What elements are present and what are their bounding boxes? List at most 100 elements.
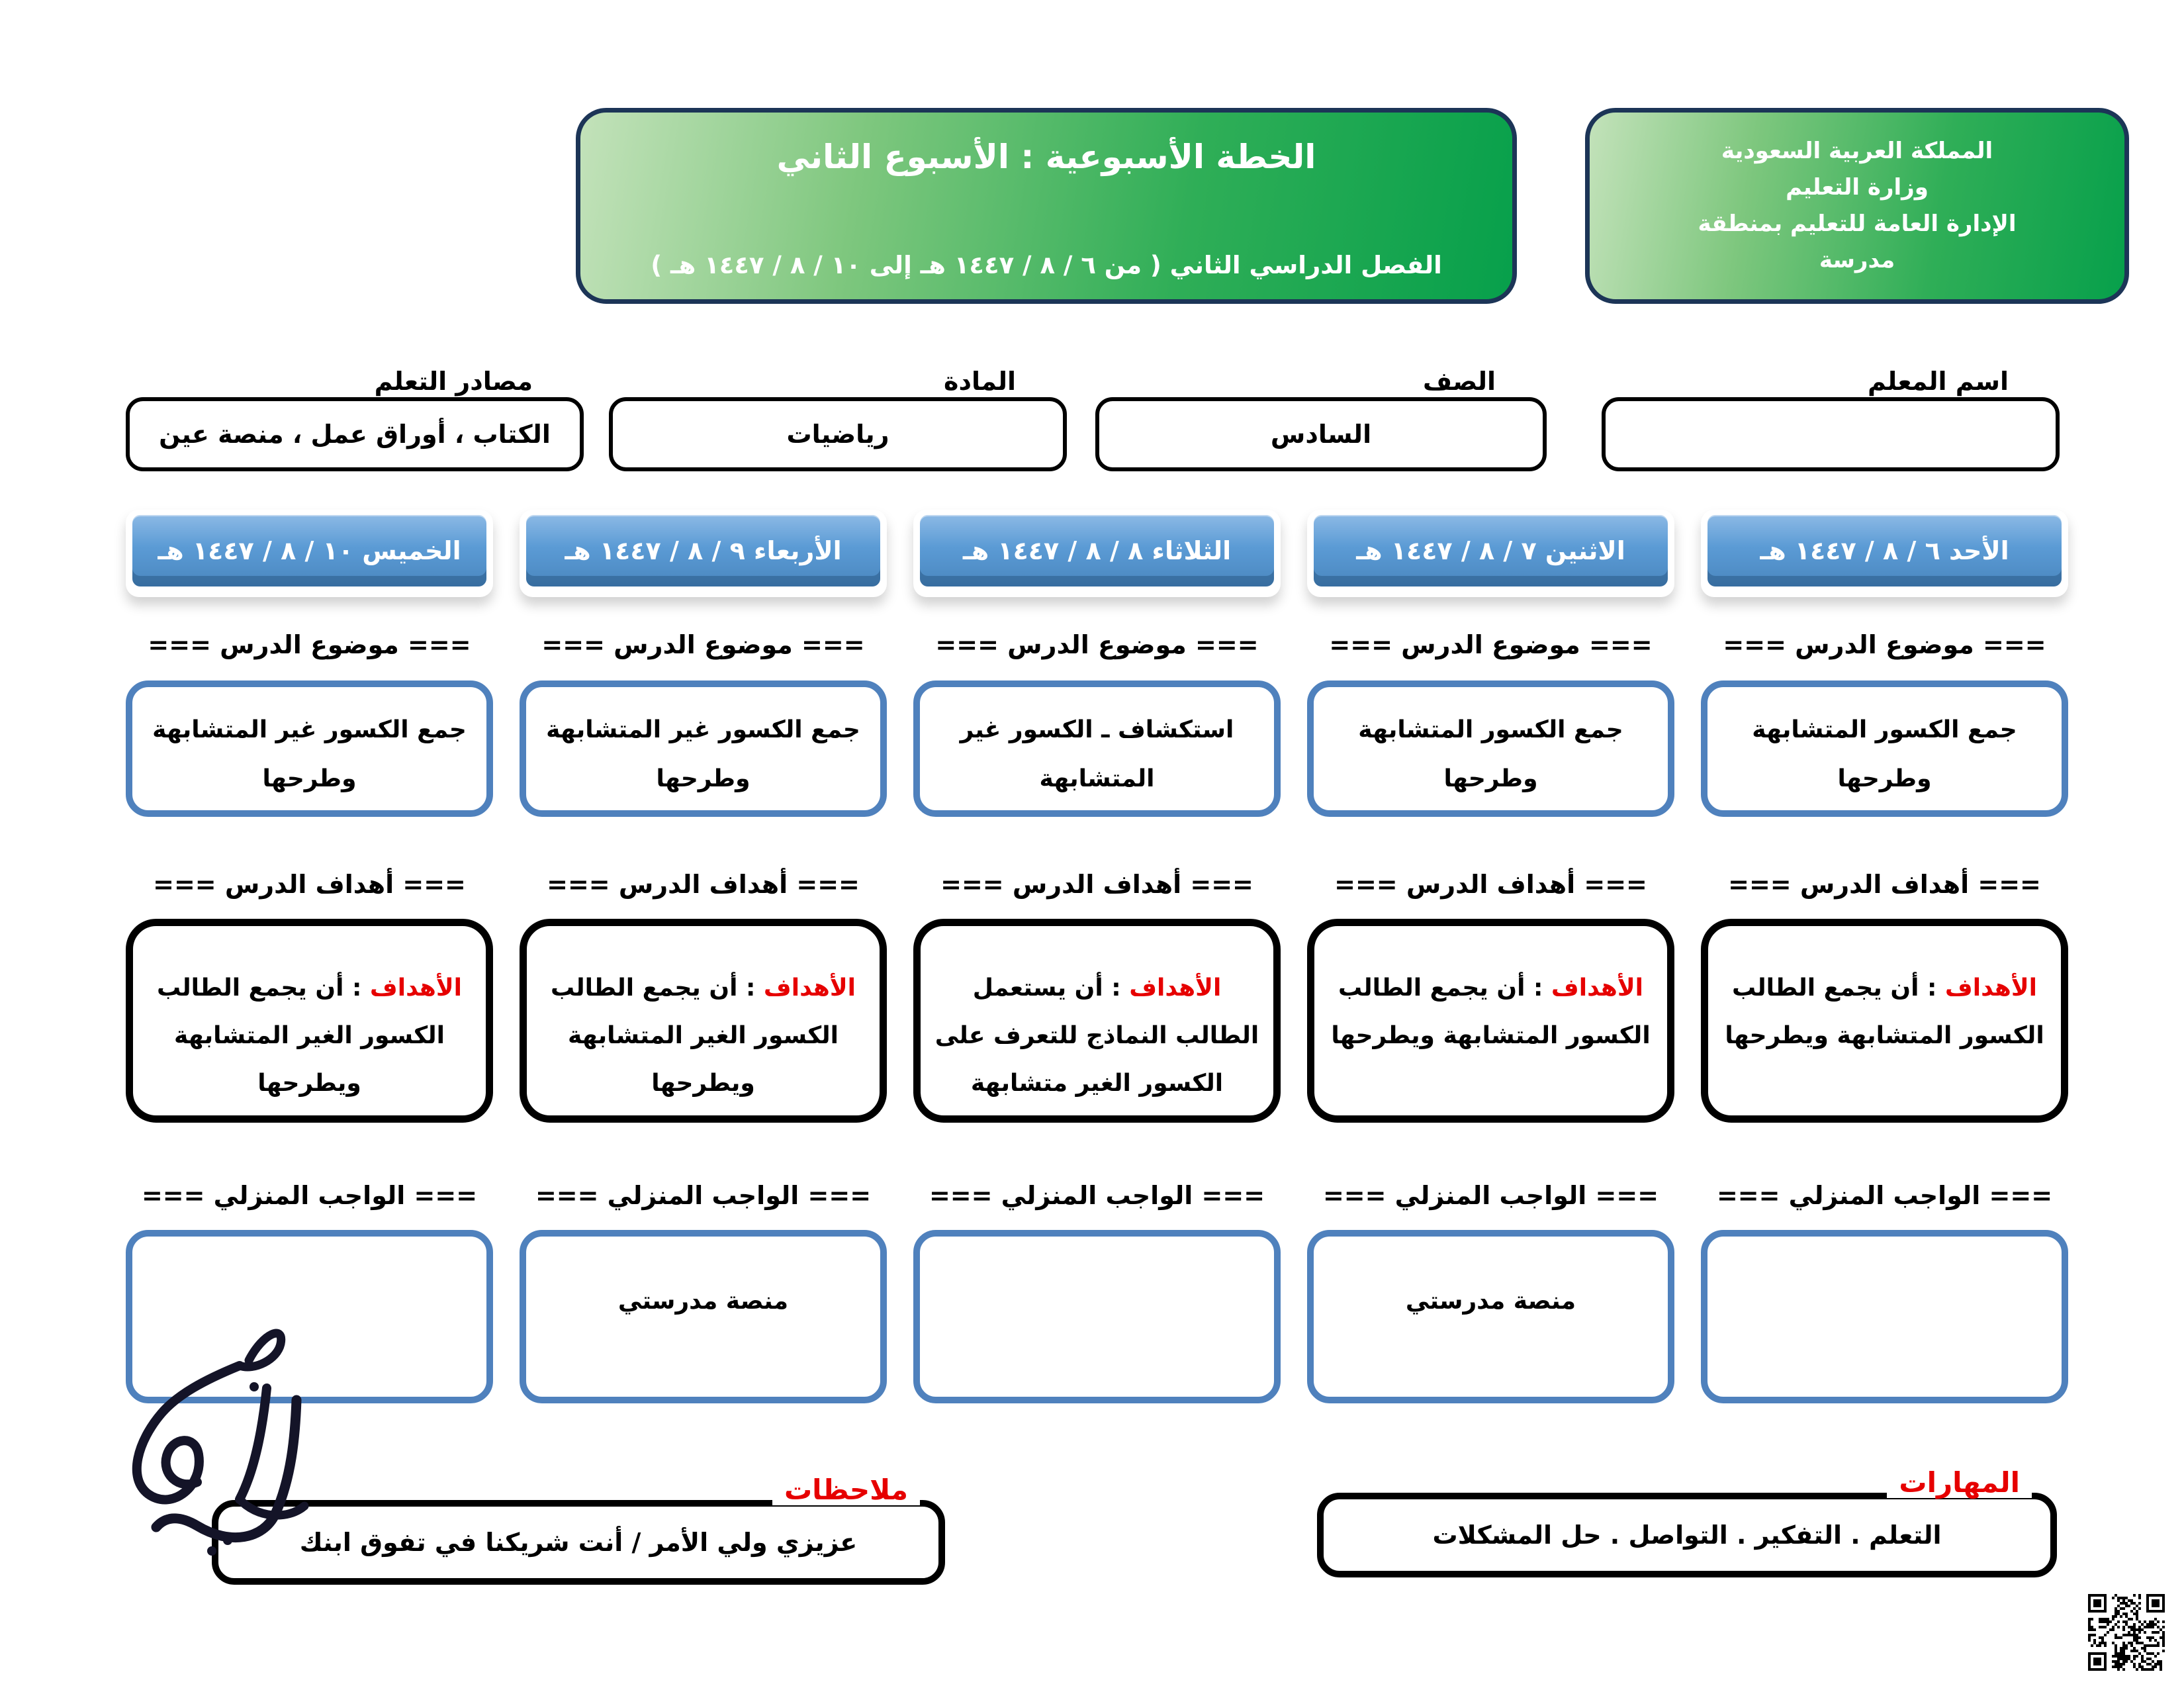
learning-resources-label: مصادر التعلم [363, 367, 543, 397]
homework-text [1707, 1237, 2062, 1278]
homework-header-row: === الواجب المنزلي === === الواجب المنزل… [126, 1181, 2068, 1214]
teacher-name-label: اسم المعلم [1857, 367, 2019, 397]
day-button-monday-label: الاثنين ٧ / ٨ / ١٤٤٧ هـ [1314, 515, 1668, 586]
homework-box-monday[interactable]: منصة مدرستي [1307, 1230, 1674, 1403]
day-button-tuesday[interactable]: الثلاثاء ٨ / ٨ / ١٤٤٧ هـ [913, 510, 1281, 597]
objective-separator: : [1525, 974, 1551, 1002]
topic-box-thursday[interactable]: جمع الكسور غير المتشابهة وطرحها [126, 680, 493, 817]
objective-text: أن يجمع الطالب الكسور المتشابهة ويطرحها [1331, 974, 1651, 1049]
objectives-header-row: === أهداف الدرس === === أهداف الدرس === … [126, 870, 2068, 903]
objectives-section-header: === أهداف الدرس === [940, 870, 1253, 899]
objective-separator: : [343, 974, 370, 1002]
objective-box-thursday[interactable]: الأهداف : أن يجمع الطالب الكسور الغير ال… [126, 919, 493, 1123]
day-button-tuesday-label: الثلاثاء ٨ / ٨ / ١٤٤٧ هـ [920, 515, 1274, 586]
subject-field[interactable]: المادة رياضيات [609, 367, 1067, 471]
objectives-section-header: === أهداف الدرس === [1728, 870, 2041, 899]
objective-box-sunday[interactable]: الأهداف : أن يجمع الطالب الكسور المتشابه… [1701, 919, 2068, 1123]
teacher-name-field[interactable]: اسم المعلم [1602, 367, 2060, 471]
day-button-sunday[interactable]: الأحد ٦ / ٨ / ١٤٤٧ هـ [1701, 510, 2068, 597]
qr-code-icon [2088, 1594, 2165, 1671]
homework-box-thursday[interactable] [126, 1230, 493, 1403]
day-button-sunday-label: الأحد ٦ / ٨ / ١٤٤٧ هـ [1707, 515, 2062, 586]
learning-resources-field[interactable]: مصادر التعلم الكتاب ، أوراق عمل ، منصة ع… [126, 367, 584, 471]
objective-label: الأهداف [1551, 974, 1643, 1002]
skills-value: التعلم . التفكير . التواصل . حل المشكلات [1432, 1521, 1942, 1550]
objective-box-tuesday[interactable]: الأهداف : أن يستعمل الطالب النماذج للتعر… [913, 919, 1281, 1123]
homework-box-tuesday[interactable] [913, 1230, 1281, 1403]
ministry-line-country: المملكة العربية السعودية [1721, 137, 1993, 164]
topic-box-sunday[interactable]: جمع الكسور المتشابهة وطرحها [1701, 680, 2068, 817]
topic-text: جمع الكسور المتشابهة وطرحها [1358, 716, 1623, 792]
objective-box-monday[interactable]: الأهداف : أن يجمع الطالب الكسور المتشابه… [1307, 919, 1674, 1123]
week-grid: الأحد ٦ / ٨ / ١٤٤٧ هـ الاثنين ٧ / ٨ / ١٤… [126, 510, 2068, 1403]
topic-section-header: === موضوع الدرس === [541, 630, 865, 659]
day-button-thursday[interactable]: الخميس ١٠ / ٨ / ١٤٤٧ هـ [126, 510, 493, 597]
homework-section-header: === الواجب المنزلي === [1716, 1181, 2053, 1210]
day-cell-monday: الاثنين ٧ / ٨ / ١٤٤٧ هـ [1307, 510, 1674, 597]
skills-box[interactable]: المهارات التعلم . التفكير . التواصل . حل… [1317, 1467, 2057, 1577]
ministry-line-school: مدرسة [1819, 247, 1895, 274]
objective-label: الأهداف [369, 974, 462, 1002]
day-button-monday[interactable]: الاثنين ٧ / ٨ / ١٤٤٧ هـ [1307, 510, 1674, 597]
page-title: الخطة الأسبوعية : الأسبوع الثاني [776, 138, 1316, 176]
topic-section-header: === موضوع الدرس === [1723, 630, 2046, 659]
homework-box-sunday[interactable] [1701, 1230, 2068, 1403]
day-cell-thursday: الخميس ١٠ / ٨ / ١٤٤٧ هـ [126, 510, 493, 597]
objective-label: الأهداف [763, 974, 856, 1002]
objective-label: الأهداف [1129, 974, 1222, 1002]
homework-section-header: === الواجب المنزلي === [141, 1181, 478, 1210]
day-cell-sunday: الأحد ٦ / ٨ / ١٤٤٧ هـ [1701, 510, 2068, 597]
ministry-line-administration: الإدارة العامة للتعليم بمنطقة [1698, 211, 2017, 237]
day-cell-wednesday: الأربعاء ٩ / ٨ / ١٤٤٧ هـ [520, 510, 887, 597]
homework-box-row: منصة مدرستي منصة مدرستي [126, 1230, 2068, 1403]
objective-label: الأهداف [1944, 974, 2037, 1002]
topic-section-header: === موضوع الدرس === [148, 630, 471, 659]
objective-box-wednesday[interactable]: الأهداف : أن يجمع الطالب الكسور الغير ال… [520, 919, 887, 1123]
topic-header-row: === موضوع الدرس === === موضوع الدرس === … [126, 630, 2068, 663]
homework-box-wednesday[interactable]: منصة مدرستي [520, 1230, 887, 1403]
objective-text: أن يجمع الطالب الكسور المتشابهة ويطرحها [1725, 974, 2044, 1049]
topic-text: استكشاف ـ الكسور غير المتشابهة [960, 716, 1234, 792]
topic-box-row: جمع الكسور المتشابهة وطرحها جمع الكسور ا… [126, 680, 2068, 817]
grade-label: الصف [1412, 367, 1506, 397]
learning-resources-value: الكتاب ، أوراق عمل ، منصة عين [159, 420, 551, 449]
day-button-thursday-label: الخميس ١٠ / ٨ / ١٤٤٧ هـ [132, 515, 486, 586]
day-button-wednesday[interactable]: الأربعاء ٩ / ٨ / ١٤٤٧ هـ [520, 510, 887, 597]
notes-box[interactable]: ملاحظات عزيزي ولي الأمر / أنت شريكنا في … [212, 1474, 945, 1585]
homework-text: منصة مدرستي [617, 1288, 789, 1315]
topic-text: جمع الكسور غير المتشابهة وطرحها [152, 716, 467, 792]
page-subtitle: الفصل الدراسي الثاني ( من ٦ / ٨ / ١٤٤٧ ه… [651, 251, 1442, 279]
homework-text [920, 1237, 1274, 1278]
day-button-wednesday-label: الأربعاء ٩ / ٨ / ١٤٤٧ هـ [526, 515, 880, 586]
day-header-row: الأحد ٦ / ٨ / ١٤٤٧ هـ الاثنين ٧ / ٨ / ١٤… [126, 510, 2068, 597]
topic-text: جمع الكسور المتشابهة وطرحها [1752, 716, 2017, 792]
topic-box-tuesday[interactable]: استكشاف ـ الكسور غير المتشابهة [913, 680, 1281, 817]
homework-section-header: === الواجب المنزلي === [929, 1181, 1265, 1210]
skills-label: المهارات [1887, 1467, 2032, 1499]
topic-section-header: === موضوع الدرس === [1329, 630, 1653, 659]
subject-value: رياضيات [786, 420, 889, 449]
objective-text: أن يستعمل الطالب النماذج للتعرف على الكس… [934, 974, 1259, 1097]
objectives-box-row: الأهداف : أن يجمع الطالب الكسور المتشابه… [126, 919, 2068, 1123]
topic-section-header: === موضوع الدرس === [935, 630, 1259, 659]
grade-value: السادس [1270, 420, 1372, 449]
homework-section-header: === الواجب المنزلي === [1322, 1181, 1659, 1210]
subject-label: المادة [933, 367, 1026, 397]
homework-text: منصة مدرستي [1405, 1288, 1576, 1315]
topic-box-monday[interactable]: جمع الكسور المتشابهة وطرحها [1307, 680, 1674, 817]
objective-separator: : [1103, 974, 1130, 1002]
plan-title-banner: الخطة الأسبوعية : الأسبوع الثاني الفصل ا… [576, 108, 1517, 304]
objectives-section-header: === أهداف الدرس === [547, 870, 860, 899]
objective-text: أن يجمع الطالب الكسور الغير المتشابهة وي… [157, 974, 445, 1097]
topic-box-wednesday[interactable]: جمع الكسور غير المتشابهة وطرحها [520, 680, 887, 817]
grade-field[interactable]: الصف السادس [1095, 367, 1547, 471]
objective-separator: : [1919, 974, 1945, 1002]
notes-value: عزيزي ولي الأمر / أنت شريكنا في تفوق ابن… [299, 1528, 858, 1557]
homework-text [132, 1237, 486, 1278]
ministry-line-ministry: وزارة التعليم [1786, 173, 1929, 201]
ministry-banner: المملكة العربية السعودية وزارة التعليم ا… [1585, 108, 2129, 304]
objectives-section-header: === أهداف الدرس === [1334, 870, 1647, 899]
objective-text: أن يجمع الطالب الكسور الغير المتشابهة وي… [551, 974, 839, 1097]
topic-text: جمع الكسور غير المتشابهة وطرحها [546, 716, 860, 792]
